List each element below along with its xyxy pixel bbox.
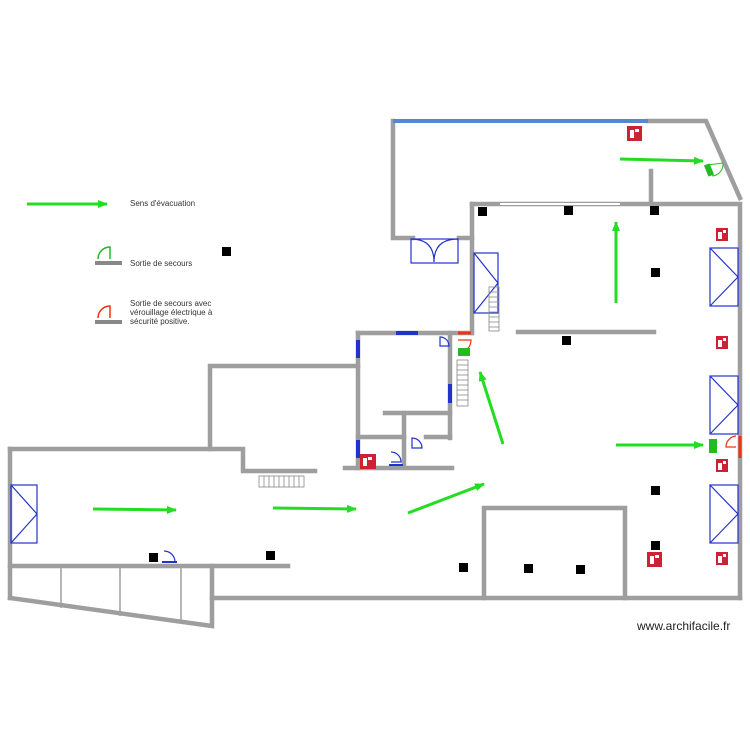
thin-dividers [60,566,182,620]
legend-exit-icon [95,246,122,265]
legend-locked-exit-line-2: vérouillage électrique à [130,308,213,317]
watermark: www.archifacile.fr [637,619,731,633]
wall-right-building [469,201,743,601]
fire-extinguisher-icon [716,228,728,241]
pillar-icon [149,553,158,562]
pillar-icon [564,206,573,215]
exit-sign-icon [709,439,717,453]
staircase-icon [456,359,469,407]
legend-exit-label: Sortie de secours [130,259,193,268]
pillar-icon [266,551,275,560]
legend-locked-exit-line-3: sécurité positive. [130,317,190,326]
evacuation-arrow-icon [619,156,704,165]
window-icon [709,375,739,435]
evacuation-arrows [27,156,704,515]
fire-extinguisher-icon [716,552,728,565]
legend-locked-exit-label: Sortie de secours avec vérouillage élect… [130,299,212,326]
pillar-icon [651,268,660,277]
evacuation-arrow-icon [92,505,177,514]
pillar-icon [651,486,660,495]
fire-extinguisher-icon [716,459,728,472]
pillar-icon [524,564,533,573]
door-icon [162,336,450,563]
window-icon [709,247,739,307]
wall-top-room-right [645,118,743,201]
pillar-icon [478,207,487,216]
window-icon [473,252,499,314]
evacuation-arrow-icon [272,504,357,513]
window-segments [356,331,452,458]
locked-exit-icon [725,435,742,458]
legend-locked-exit-line-1: Sortie de secours avec [130,299,212,308]
legend-locked-exit-icon [95,305,122,324]
window-icon [410,238,459,264]
emergency-exit-icon [703,162,724,177]
pillar-icon [650,206,659,215]
pillar-icon [651,541,660,550]
exit-sign-icon [458,348,470,356]
window-icon [709,484,739,544]
pillar-icon [562,336,571,345]
wall-bottom-room [481,505,628,601]
fire-extinguisher-icon [716,336,728,349]
evacuation-arrow-icon [478,371,505,445]
pillar-icon [459,563,468,572]
walls [7,118,743,629]
evacuation-arrow-icon [407,482,485,515]
wall-top-room [390,118,416,241]
fire-extinguisher-icon [647,552,662,567]
fire-extinguisher-icon [360,454,376,469]
fire-extinguisher-icon [627,126,642,141]
pillar-icon [576,565,585,574]
pillar-icon [222,247,231,256]
legend-evacuation-label: Sens d'évacuation [130,199,196,208]
wall-left-building [7,446,318,474]
extinguishers [360,126,728,567]
staircase-icon [258,475,305,488]
wall-mid-left [207,363,361,452]
window-icon [10,484,38,544]
pillars [149,206,660,574]
staircase-icon [488,286,500,332]
